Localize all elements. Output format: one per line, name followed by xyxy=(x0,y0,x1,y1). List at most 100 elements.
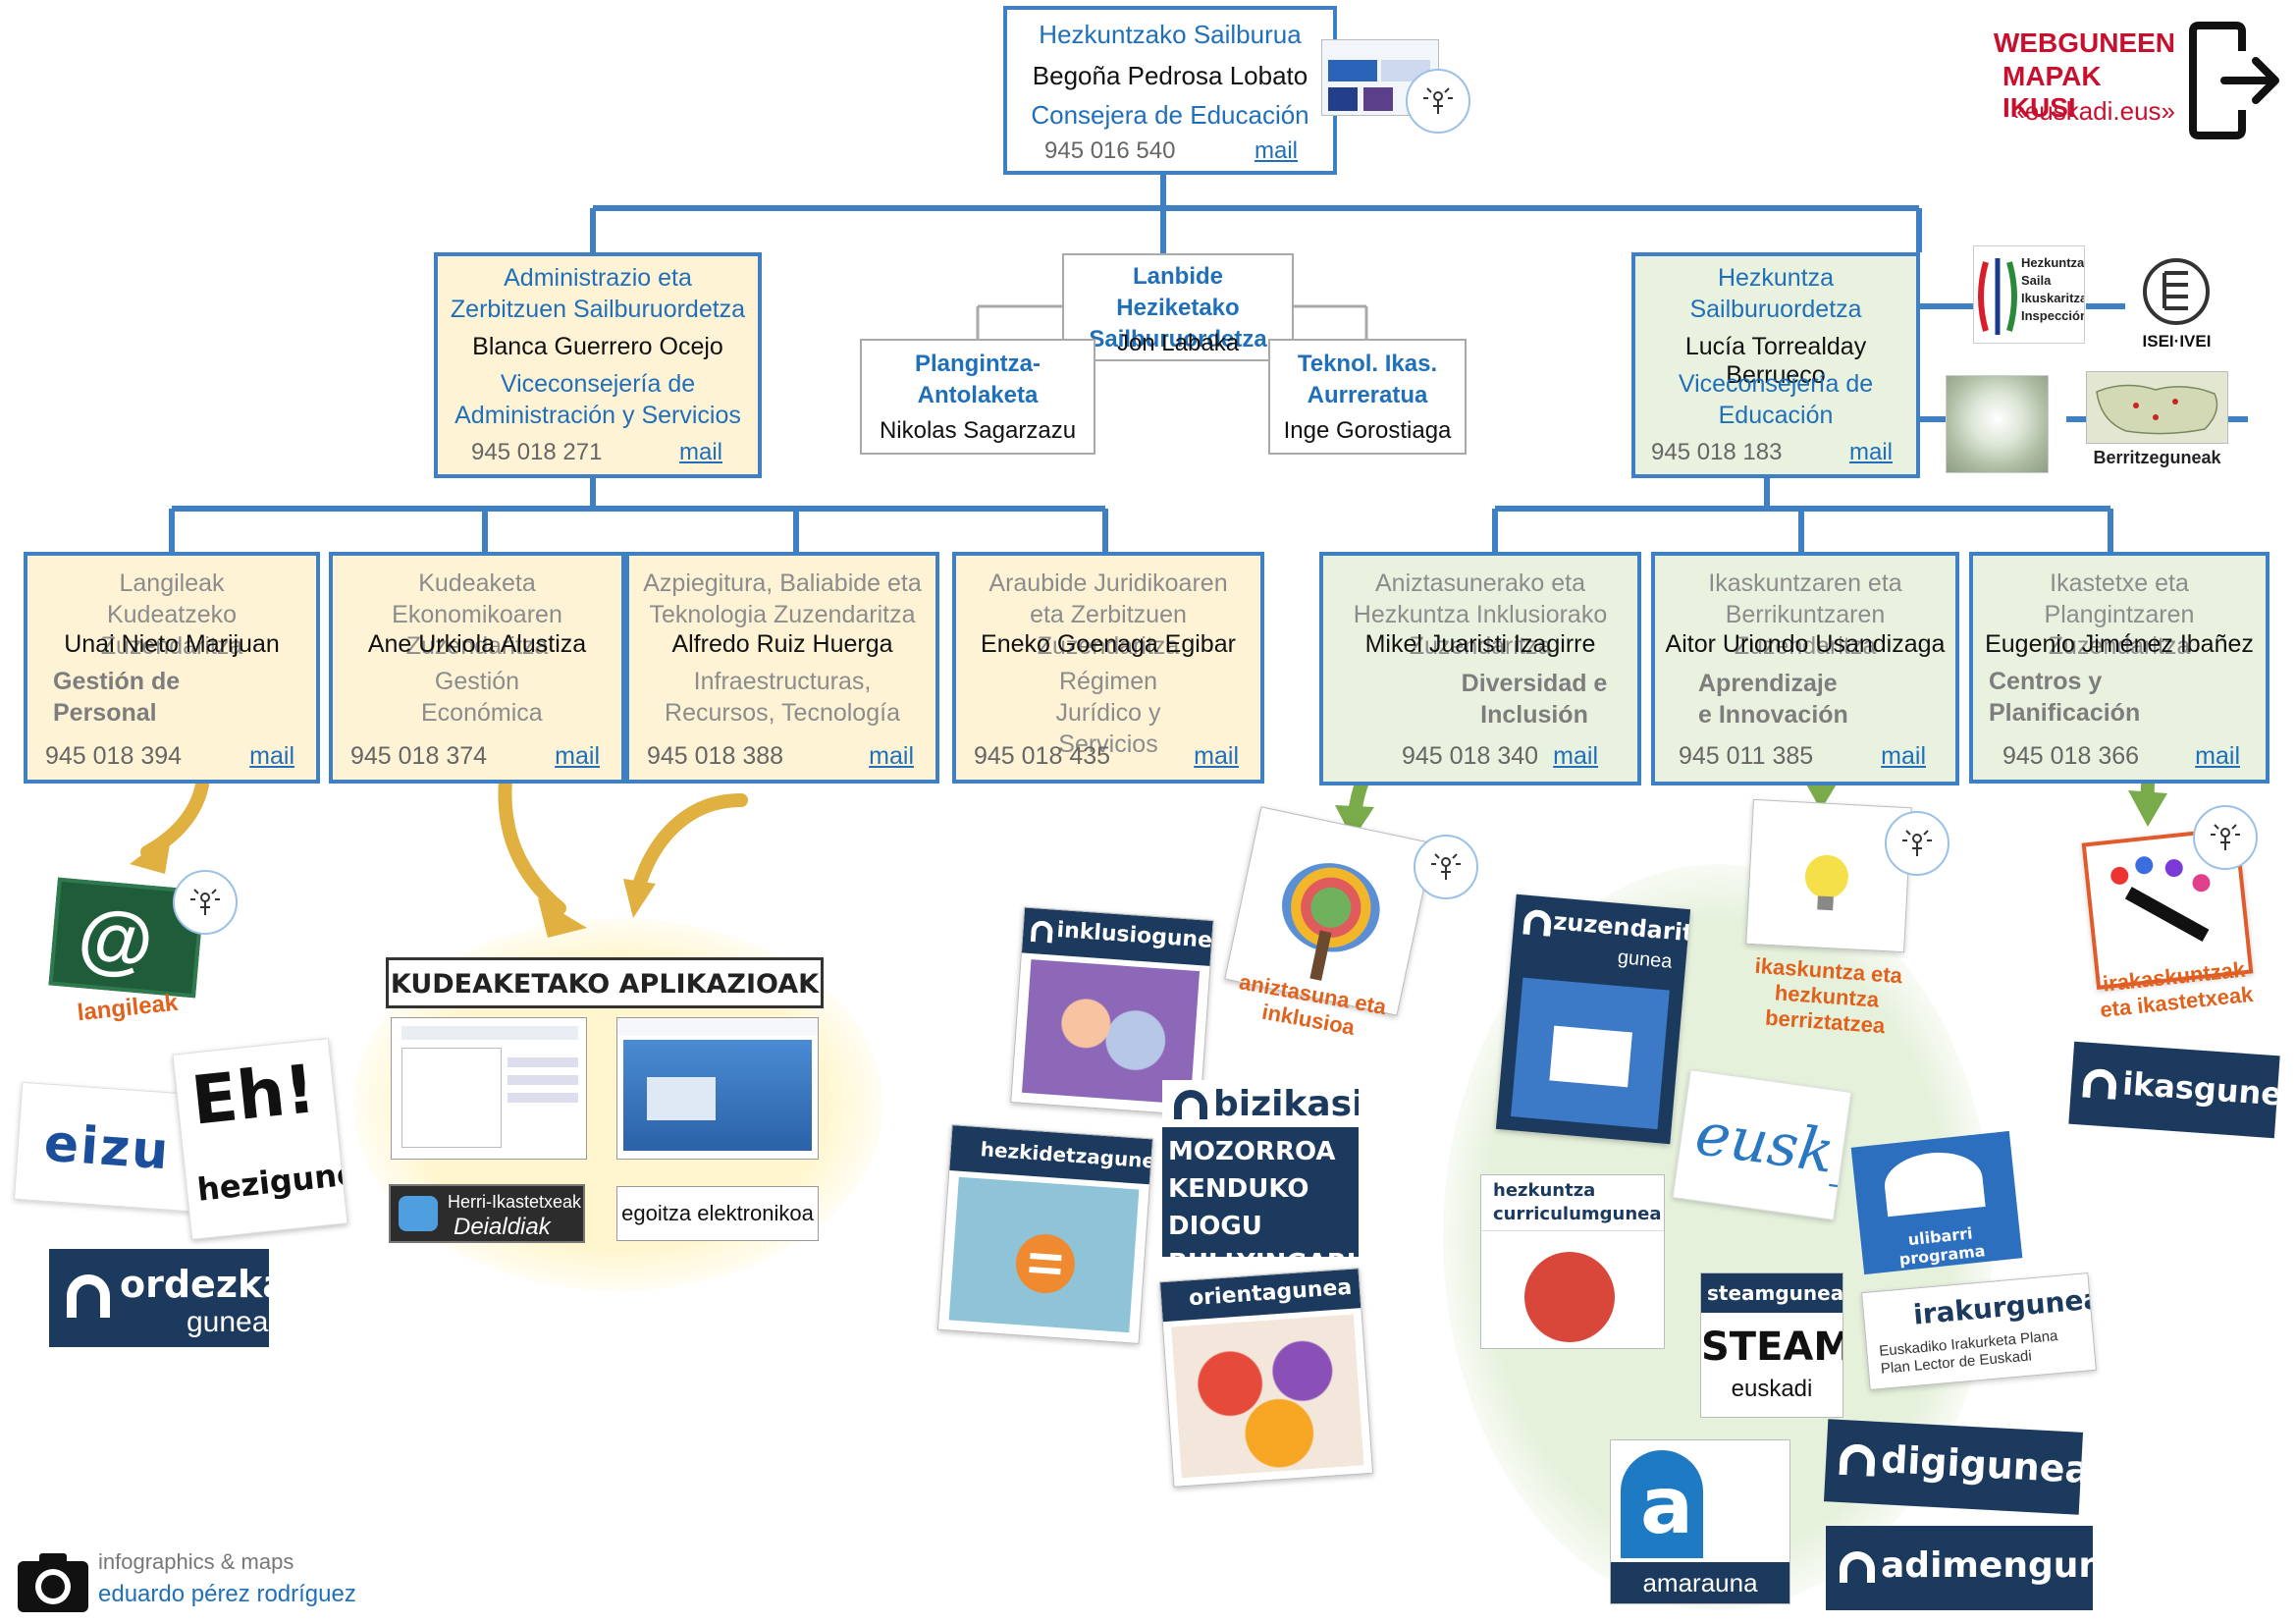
mozorroa-text: MOZORROA KENDUKO DIOGU BULLYINGARI xyxy=(1168,1137,1356,1257)
dept-ekonomia-title: Kudeaketa Ekonomikoaren Zuzendaritza xyxy=(392,569,562,660)
kudeaketa-title: KUDEAKETAKO APLIKAZIOAK xyxy=(386,957,824,1008)
steamgunea-logo[interactable]: steamgunea STEAM euskadi xyxy=(1700,1272,1843,1418)
dept-aniztasuna-box: Aniztasunerako eta Hezkuntza Inklusiorak… xyxy=(1319,552,1641,785)
kudeaketa-app-screenshot-2[interactable] xyxy=(616,1017,819,1160)
digigunea-text: digigunea xyxy=(1880,1437,2084,1492)
egoitza-logo[interactable]: egoitza elektronikoa xyxy=(616,1186,819,1241)
bizikasi-logo[interactable]: bizikasi MOZORROA KENDUKO DIOGU BULLYING… xyxy=(1162,1080,1359,1257)
sub-teknol-title: Teknol. Ikas. Aurreratua xyxy=(1297,351,1438,408)
at-icon: @ xyxy=(75,892,157,986)
vice-admin-title-es: Viceconsejería de Administración y Servi… xyxy=(454,370,741,429)
vice-hezkuntza-title-es: Viceconsejería de Educación xyxy=(1678,370,1874,429)
ikasgunea-logo[interactable]: ikasgunea xyxy=(2068,1041,2280,1139)
herri-ikastetxeak-logo[interactable]: Herri-Ikastetxeak Deialdiak xyxy=(389,1184,585,1243)
vice-hezkuntza-mail-link[interactable]: mail xyxy=(1848,439,1893,465)
dealdiak-text: Deialdiak xyxy=(454,1214,551,1240)
dept-ikaskuntza-title: Ikaskuntzaren eta Berrikuntzaren Zuzenda… xyxy=(1708,569,1902,660)
dept-ekonomia-name: Ane Urkiola Alustiza xyxy=(367,630,587,658)
steam-text: steamgunea xyxy=(1707,1281,1843,1305)
dept-ikaskuntza-es: Aprendizaje e Innovación xyxy=(1698,670,1848,729)
circle-click-ikaskuntza[interactable] xyxy=(1745,798,1912,953)
vice-lh-box: Lanbide Heziketako Sailburuordetza Jon L… xyxy=(1062,253,1294,361)
digigunea-logo[interactable]: digigunea xyxy=(1823,1419,2084,1515)
sub-plangintza-title: Plangintza-Antolaketa xyxy=(914,351,1041,408)
sub-teknol-name: Inge Gorostiaga xyxy=(1283,417,1452,444)
dept-ekonomia-es: Gestión Económica xyxy=(421,668,543,727)
bizikasi-arch-icon xyxy=(1174,1090,1207,1119)
dept-ikastetxe-es: Centros y Planificación xyxy=(1989,668,2141,727)
hezigunea-logo[interactable]: Eh! hezigunea xyxy=(172,1038,348,1240)
consejera-click-icon[interactable] xyxy=(1406,69,1470,134)
diversidad-click-icon[interactable] xyxy=(1414,835,1478,899)
irakurgunea-logo[interactable]: irakurgunea Euskadiko Irakurketa Plana P… xyxy=(1861,1272,2097,1390)
exit-icon xyxy=(2189,22,2279,139)
bizikasi-text: bizikasi xyxy=(1213,1084,1359,1124)
dept-juridikoa-title: Araubide Juridikoaren eta Zerbitzuen Zuz… xyxy=(988,569,1228,660)
amarauna-logo[interactable]: a amarauna xyxy=(1610,1439,1790,1604)
ikaskuntza-click-icon[interactable] xyxy=(1885,811,1949,876)
digigunea-arch-icon xyxy=(1839,1442,1877,1477)
kudeaketa-app-screenshot-1[interactable] xyxy=(391,1017,587,1160)
adimengunea-arch-icon xyxy=(1840,1551,1875,1583)
berritzeguneak-label: Berritzeguneak xyxy=(2093,448,2221,467)
dept-ikastetxe-phone: 945 018 366 xyxy=(2002,742,2140,770)
dept-ikaskuntza-mail-link[interactable]: mail xyxy=(1881,742,1926,770)
ordezka-arch-icon xyxy=(67,1274,110,1318)
amarauna-text: amarauna xyxy=(1642,1568,1758,1597)
langileak-click-icon[interactable] xyxy=(173,870,238,935)
dept-azpiegitura-mail-link[interactable]: mail xyxy=(869,742,914,770)
kudeaketa-title-text: KUDEAKETAKO APLIKAZIOAK xyxy=(390,969,820,1000)
hezkidetzagunea-logo[interactable]: hezkidetzagunea xyxy=(936,1124,1154,1344)
ikasgunea-text: ikasgunea xyxy=(2121,1064,2280,1115)
inspeccion-logo[interactable]: Hezkuntza Saila Ikuskaritza Inspección xyxy=(1973,245,2085,344)
dept-aniztasuna-es: Diversidad e Inclusión xyxy=(1461,670,1608,729)
steam-big: STEAM xyxy=(1701,1325,1843,1370)
eizu-logo[interactable]: eizu xyxy=(14,1081,198,1213)
dept-langileak-box: Langileak Kudeatzeko Zuzendaritza Unai N… xyxy=(24,552,320,784)
eusk-logo[interactable]: eusk_ xyxy=(1672,1069,1852,1220)
ordezka-text: ordezka xyxy=(120,1263,269,1306)
dept-langileak-mail-link[interactable]: mail xyxy=(249,742,294,770)
ikaskuntza-label: ikaskuntza eta hezkuntza berriztatzea xyxy=(1753,952,1903,1039)
credit-line1: infographics & maps xyxy=(98,1549,294,1574)
hezigunea-text: hezigunea xyxy=(195,1152,348,1209)
sub-plangintza-box: Plangintza-Antolaketa Nikolas Sagarzazu xyxy=(860,339,1095,455)
ordezka-logo[interactable]: ordezka gunea xyxy=(49,1249,269,1347)
webmap-link[interactable]: WEBGUNEEN MAPAK IKUSI «euskadi.eus» xyxy=(1994,22,2287,139)
zuzendaritza-logo[interactable]: zuzendaritza gunea xyxy=(1495,893,1691,1145)
webmap-line1: WEBGUNEEN xyxy=(1993,27,2175,58)
dept-juridikoa-mail-link[interactable]: mail xyxy=(1194,742,1239,770)
curriculum-text: hezkuntza curriculumgunea xyxy=(1493,1180,1662,1224)
sub-teknol-box: Teknol. Ikas. Aurreratua Inge Gorostiaga xyxy=(1268,339,1467,455)
berritzeguneak-map[interactable] xyxy=(2086,371,2228,444)
dept-azpiegitura-phone: 945 018 388 xyxy=(647,742,784,770)
herri-speech-icon xyxy=(399,1196,438,1231)
sub-plangintza-name: Nikolas Sagarzazu xyxy=(879,417,1077,444)
dept-juridikoa-phone: 945 018 435 xyxy=(974,742,1111,770)
vice-admin-mail-link[interactable]: mail xyxy=(678,439,722,465)
vice-lh-title: Lanbide Heziketako Sailburuordetza xyxy=(1089,263,1267,352)
curriculumgunea-logo[interactable]: hezkuntza curriculumgunea xyxy=(1480,1174,1665,1349)
vice-hezkuntza-box: Hezkuntza Sailburuordetza Lucía Torreald… xyxy=(1631,252,1920,478)
dept-ikastetxe-mail-link[interactable]: mail xyxy=(2195,742,2240,770)
eizu-text: eizu xyxy=(41,1113,173,1182)
adimengunea-logo[interactable]: adimengunea xyxy=(1826,1526,2093,1610)
irakur-text: irakurgunea xyxy=(1911,1282,2097,1331)
dept-aniztasuna-mail-link[interactable]: mail xyxy=(1553,742,1598,770)
dept-ekonomia-phone: 945 018 374 xyxy=(350,742,488,770)
camera-icon xyxy=(18,1553,88,1612)
dept-azpiegitura-title: Azpiegitura, Baliabide eta Teknologia Zu… xyxy=(643,569,922,628)
consejera-mail-link[interactable]: mail xyxy=(1254,137,1298,164)
zuzendaritza-arch-icon xyxy=(1522,908,1553,937)
inklusio-arch-icon xyxy=(1030,920,1054,944)
irakaskuntzak-click-icon[interactable] xyxy=(2193,805,2258,870)
irakur-sub: Euskadiko Irakurketa Plana Plan Lector d… xyxy=(1878,1327,2059,1378)
isei-logo[interactable]: ISEI·IVEI xyxy=(2125,257,2228,355)
dept-ekonomia-mail-link[interactable]: mail xyxy=(555,742,600,770)
vice-hezkuntza-phone: 945 018 183 xyxy=(1651,439,1783,465)
ulibarri-logo[interactable]: ulibarri programa xyxy=(1850,1130,2023,1275)
berritzeguneak-photo[interactable] xyxy=(1946,375,2049,473)
steam-sub: euskadi xyxy=(1731,1376,1813,1402)
orientagunea-logo[interactable]: orientagunea xyxy=(1158,1268,1374,1488)
